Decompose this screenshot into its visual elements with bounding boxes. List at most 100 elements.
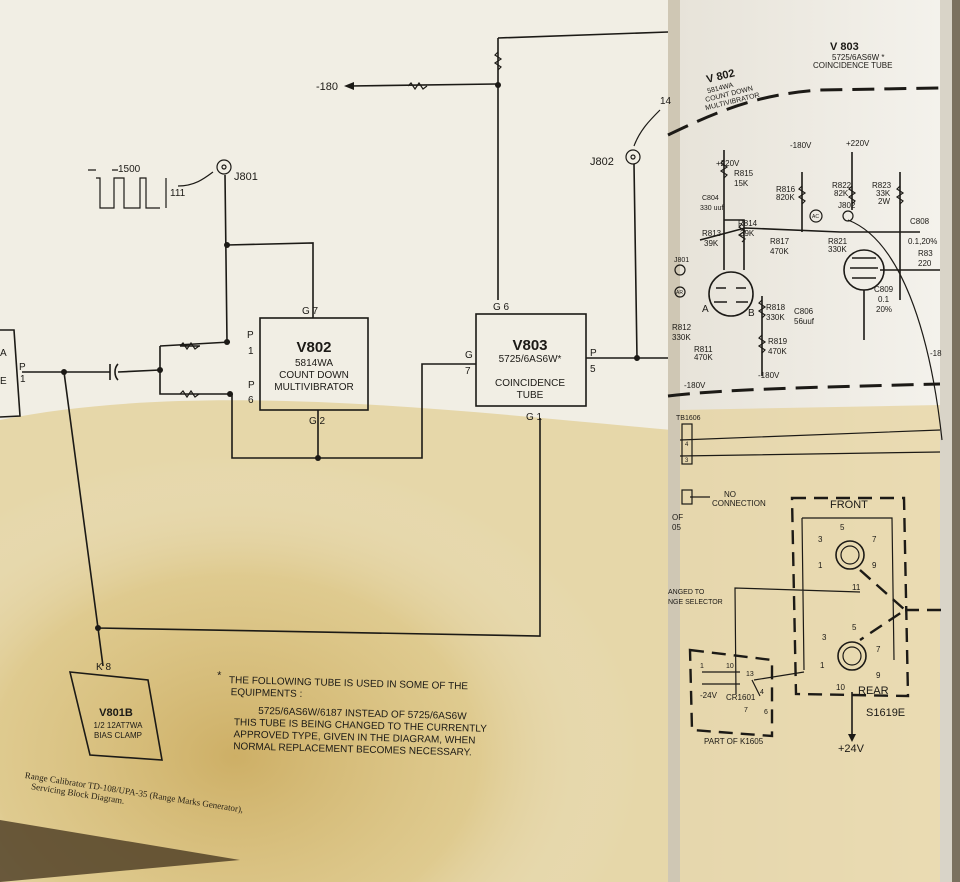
label-components-r821v: 330K bbox=[828, 245, 847, 254]
label-supplies-p24: +24V bbox=[838, 743, 865, 755]
label-left-block-line1: A bbox=[0, 348, 7, 359]
label-components-r83x: R83 bbox=[918, 249, 933, 258]
label-components-c809v: 0.1 bbox=[878, 295, 890, 304]
label-relay-p4: 4 bbox=[760, 689, 764, 696]
label-components-r814: R814 bbox=[738, 219, 758, 228]
label-components-c809: C809 bbox=[874, 285, 894, 294]
v802-tube-symbol: A B bbox=[702, 271, 755, 319]
label-v803-pin-p5-n: 5 bbox=[590, 364, 596, 375]
label-supplies-p220a: +220V bbox=[716, 159, 740, 168]
label-front-pins-3: 1 bbox=[818, 561, 823, 570]
label-v802-pin-g2: G 2 bbox=[309, 416, 326, 427]
right-v802-title: V 802 5814WA COUNT DOWN MULTIVIBRATOR bbox=[705, 67, 761, 112]
label-v803-pin-g1: G 1 bbox=[526, 412, 543, 423]
label-components-ar: AR bbox=[676, 290, 683, 296]
label-components-r822: R822 bbox=[832, 181, 852, 190]
label-relay-p6: 6 bbox=[764, 709, 768, 716]
label-tb1606-part-of2: 05 bbox=[672, 523, 681, 532]
label-v802-line2: MULTIVIBRATOR bbox=[274, 382, 353, 393]
label-components-c804v: 330 uuf bbox=[700, 205, 723, 212]
label-v802-type: 5814WA bbox=[295, 358, 333, 369]
label-components-r819v: 470K bbox=[768, 347, 787, 356]
label-components-r812v: 330K bbox=[672, 333, 691, 342]
label-v802-pin-p6-n: 6 bbox=[248, 395, 254, 406]
label-ganged-line2: NGE SELECTOR bbox=[668, 599, 723, 606]
label-components-sec-a: A bbox=[702, 304, 709, 315]
label-left-page-j802: J802 bbox=[590, 156, 614, 168]
label-relay-p10: 10 bbox=[726, 663, 734, 670]
label-left-page-j801: J801 bbox=[234, 171, 258, 183]
label-front-pins-4: 9 bbox=[872, 561, 877, 570]
label-components-r818: R818 bbox=[766, 303, 786, 312]
label-supplies-m180c: -180V bbox=[790, 141, 812, 150]
label-components-c804: C804 bbox=[702, 195, 719, 202]
label-components-c808v: 0.1,20% bbox=[908, 237, 937, 246]
label-components-r815: R815 bbox=[734, 169, 754, 178]
label-components-r823v: 33K bbox=[876, 189, 891, 198]
label-v801b-line1: BIAS CLAMP bbox=[94, 731, 142, 740]
jack-j801: J801 bbox=[216, 159, 258, 183]
right-jack-j802: AC J802 bbox=[809, 201, 856, 223]
label-components-c806v: 56uuf bbox=[794, 317, 815, 326]
label-components-j801: J801 bbox=[674, 257, 689, 264]
label-v801b-type: 1/2 12AT7WA bbox=[94, 721, 144, 730]
label-v803-name: V803 bbox=[512, 337, 547, 354]
label-left-block-pin-p: P bbox=[19, 362, 26, 373]
label-supplies-m180b: -180V bbox=[758, 371, 780, 380]
label-v803-line1: COINCIDENCE TUBE bbox=[813, 61, 892, 70]
waveform-symbol: 1500 111 bbox=[88, 164, 214, 209]
label-tb1606-no-conn1: NO bbox=[724, 490, 736, 499]
label-v803-pin-g7-g: G bbox=[465, 350, 473, 361]
jack-j802: J802 14 bbox=[590, 96, 672, 168]
label-v803-pin-g6: G 6 bbox=[493, 302, 510, 313]
minus180-label: -180 bbox=[316, 81, 338, 93]
label-tb1606-no-conn2: CONNECTION bbox=[712, 499, 766, 508]
label-relay-cr: CR1601 bbox=[726, 693, 756, 702]
label-v802-pin-p6-p: P bbox=[248, 380, 255, 391]
v803-tube-symbol bbox=[843, 249, 940, 340]
label-components-j802: J802 bbox=[838, 201, 856, 210]
label-components-r812: R812 bbox=[672, 323, 692, 332]
label-components-r813v: 39K bbox=[704, 239, 719, 248]
label-v803-name: V 803 bbox=[830, 41, 859, 53]
label-components-r823: R823 bbox=[872, 181, 892, 190]
label-rear-pins-2: 7 bbox=[876, 645, 881, 654]
label-supplies-m180a: -180V bbox=[684, 381, 706, 390]
label-left-page-j802-arrow-label: 14 bbox=[660, 96, 672, 107]
label-components-r814v: 39K bbox=[740, 229, 755, 238]
label-components-ac: AC bbox=[812, 214, 819, 220]
terminal-board-tb1606: TB1606 4 3 NO CONNECTION OF 05 bbox=[672, 415, 941, 532]
label-supplies-m180d: -18 bbox=[930, 349, 942, 358]
label-left-block-line2: E bbox=[0, 376, 7, 387]
label-relay-p1: 1 bbox=[700, 663, 704, 670]
label-components-r815v: 15K bbox=[734, 179, 749, 188]
label-v803-type: 5725/6AS6W * bbox=[832, 53, 884, 62]
v803-block: G 6 G 7 P 5 G 1 V803 5725/6AS6W* COINCID… bbox=[465, 302, 597, 423]
label-components-c806: C806 bbox=[794, 307, 814, 316]
label-footnote-star: * bbox=[217, 670, 222, 682]
label-switch-front: FRONT bbox=[830, 499, 868, 511]
right-v803-title: V 803 5725/6AS6W * COINCIDENCE TUBE bbox=[813, 41, 892, 70]
label-components-r823w: 2W bbox=[878, 197, 890, 206]
label-switch-name: S1619E bbox=[866, 707, 905, 719]
label-tb1606-part-of1: OF bbox=[672, 513, 683, 522]
v801b-block: K 8 V801B 1/2 12AT7WA BIAS CLAMP bbox=[68, 662, 163, 761]
label-relay-label: PART OF K1605 bbox=[704, 737, 764, 746]
book-spine bbox=[668, 0, 680, 882]
label-components-sec-b: B bbox=[748, 308, 755, 319]
left-edge-block: A E P 1 bbox=[0, 329, 26, 418]
label-components-c808: C808 bbox=[910, 217, 930, 226]
label-components-r811v: 470K bbox=[694, 353, 713, 362]
label-v803-line1: COINCIDENCE bbox=[495, 378, 565, 389]
label-v802-name: V802 bbox=[296, 339, 331, 356]
v802-block: G 7 P 1 P 6 G 2 V802 5814WA COUNT DOWN M… bbox=[247, 306, 369, 427]
label-rear-pins-1: 3 bbox=[822, 633, 827, 642]
label-relay-minus24: -24V bbox=[700, 691, 718, 700]
label-front-pins-2: 7 bbox=[872, 535, 877, 544]
label-v802-pin-p1-p: P bbox=[247, 330, 254, 341]
label-rear-pins-5: 10 bbox=[836, 683, 845, 692]
right-jack-j801: J801 AR bbox=[674, 257, 689, 298]
label-v801b-pin: K 8 bbox=[96, 662, 111, 673]
